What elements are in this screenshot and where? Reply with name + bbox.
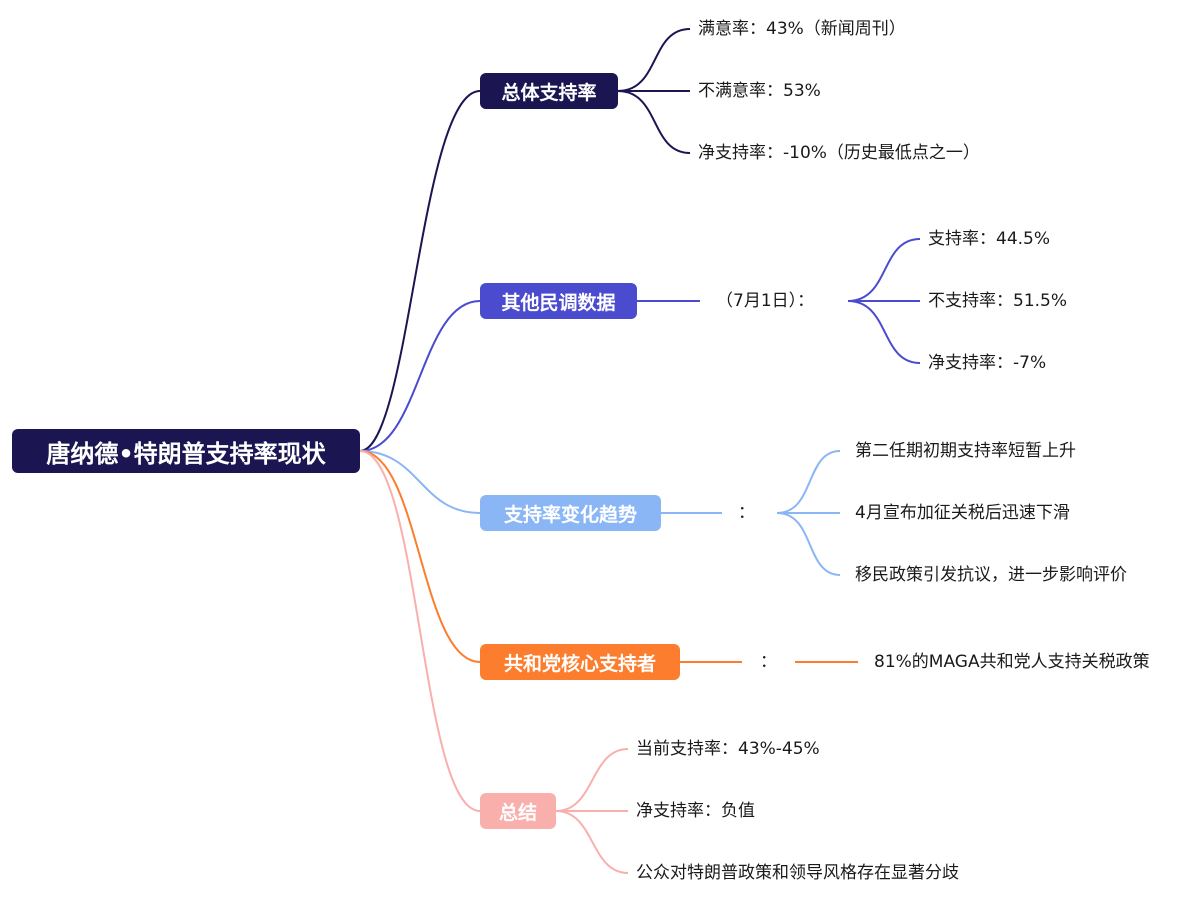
leaf-net-approval: 净支持率：-10%（历史最低点之一） <box>698 143 980 163</box>
link-root-supporters <box>359 450 481 663</box>
leaf-satisfaction-rate: 满意率：43%（新闻周刊） <box>698 19 906 39</box>
leaf-poll-disapproval: 不支持率：51.5% <box>928 291 1068 311</box>
leaf-net-negative: 净支持率：负值 <box>636 801 755 821</box>
branch-core-supporters[interactable]: 共和党核心支持者 <box>480 644 680 680</box>
leaf-public-divided: 公众对特朗普政策和领导风格存在显著分歧 <box>636 863 959 883</box>
link-polls-leaf <box>847 300 921 364</box>
link-trend-leaf <box>776 450 841 514</box>
branch-approval-trend[interactable]: 支持率变化趋势 <box>480 495 661 531</box>
leaf-poll-net: 净支持率：-7% <box>928 353 1047 373</box>
supporters-colon-label: ： <box>760 652 777 672</box>
leaf-maga-tariff-support: 81%的MAGA共和党人支持关税政策 <box>874 652 1150 672</box>
link-root-summary <box>359 450 481 812</box>
leaf-dissatisfaction-rate: 不满意率：53% <box>698 81 821 101</box>
leaf-trend-tariff-drop: 4月宣布加征关税后迅速下滑 <box>855 503 1070 523</box>
trend-colon-label: ： <box>738 503 755 523</box>
link-overall-leaf <box>617 28 691 92</box>
leaf-trend-early-rise: 第二任期初期支持率短暂上升 <box>855 441 1076 461</box>
branch-other-polls[interactable]: 其他民调数据 <box>480 283 637 319</box>
link-trend-leaf <box>776 512 841 576</box>
root-node[interactable]: 唐纳德•特朗普支持率现状 <box>12 429 360 473</box>
leaf-poll-approval: 支持率：44.5% <box>928 229 1051 249</box>
leaf-trend-immigration: 移民政策引发抗议，进一步影响评价 <box>855 565 1127 585</box>
link-root-overall <box>359 90 481 452</box>
link-overall-leaf <box>617 90 691 154</box>
link-polls-leaf <box>847 238 921 302</box>
link-root-trend <box>359 450 481 514</box>
link-summary-leaf <box>555 748 629 812</box>
branch-summary[interactable]: 总结 <box>480 793 556 829</box>
link-summary-leaf <box>555 810 629 874</box>
polls-date-label: （7月1日）： <box>716 291 815 311</box>
branch-overall-approval[interactable]: 总体支持率 <box>480 73 618 109</box>
link-root-polls <box>359 300 481 452</box>
leaf-current-approval: 当前支持率：43%-45% <box>636 739 820 759</box>
